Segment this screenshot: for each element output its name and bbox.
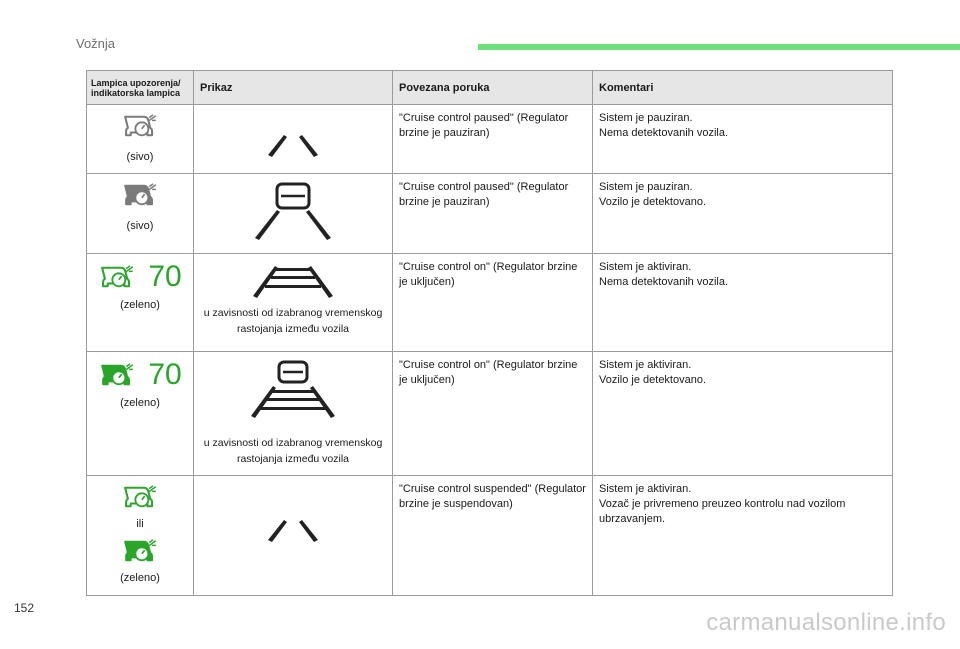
lamp-cell: ili (zeleno) [86, 475, 194, 596]
section-title: Vožnja [76, 36, 116, 51]
lamp-color-label: (zeleno) [120, 299, 160, 311]
message-cell: "Cruise control paused" (Regulator brzin… [392, 173, 593, 254]
table-row: (sivo) "Cruise control paused" (Regulato… [86, 173, 893, 254]
display-cell: u zavisnosti od izabranog vremenskog ras… [193, 253, 393, 352]
col-header-comments: Komentari [592, 70, 893, 105]
display-note: u zavisnosti od izabranog vremenskog ras… [203, 437, 383, 465]
col-header-lamp: Lampica upozorenja/ indikatorska lampica [86, 70, 194, 105]
lane-distance-bars-vehicle-icon [251, 360, 335, 418]
comment-line: Sistem je pauziran. [599, 181, 693, 193]
display-cell: u zavisnosti od izabranog vremenskog ras… [193, 351, 393, 476]
lamp-or-label: ili [136, 518, 144, 530]
comment-cell: Sistem je pauziran. Nema detektovanih vo… [592, 104, 893, 174]
comment-cell: Sistem je pauziran. Vozilo je detektovan… [592, 173, 893, 254]
comment-line: Sistem je aktiviran. [599, 261, 692, 273]
lamp-cell: 70 (zeleno) [86, 253, 194, 352]
table-header-row: Lampica upozorenja/ indikatorska lampica… [86, 70, 893, 105]
message-cell: "Cruise control on" (Regulator brzine je… [392, 253, 593, 352]
display-cell [193, 173, 393, 254]
comment-line: Vozilo je detektovano. [599, 196, 707, 208]
cruise-control-outline-icon [98, 264, 136, 290]
display-cell [193, 475, 393, 596]
display-cell [193, 104, 393, 174]
table-row: 70 (zeleno) u zavisnosti od izabranog vr… [86, 351, 893, 476]
comment-line: Sistem je aktiviran. [599, 483, 692, 495]
col-header-display: Prikaz [193, 70, 393, 105]
comment-line: Nema detektovanih vozila. [599, 127, 729, 139]
cruise-control-outline-icon [121, 113, 159, 139]
col-header-message: Povezana poruka [392, 70, 593, 105]
section-accent-bar [478, 44, 960, 50]
lamp-cell: (sivo) [86, 104, 194, 174]
display-note: u zavisnosti od izabranog vremenskog ras… [203, 307, 383, 335]
cruise-control-filled-icon [98, 362, 136, 388]
speed-value: 70 [148, 260, 182, 293]
comment-line: Sistem je aktiviran. [599, 359, 692, 371]
speed-value: 70 [148, 358, 182, 391]
table-row: ili (zeleno) "Cruise control suspended" … [86, 475, 893, 596]
cruise-control-table: Lampica upozorenja/ indikatorska lampica… [86, 70, 893, 596]
comment-line: Vozač je privremeno preuzeo kontrolu nad… [599, 498, 846, 525]
lamp-color-label: (sivo) [126, 151, 154, 163]
page-number: 152 [14, 601, 35, 615]
message-cell: "Cruise control paused" (Regulator brzin… [392, 104, 593, 174]
cruise-control-filled-icon [121, 538, 159, 564]
comment-cell: Sistem je aktiviran. Nema detektovanih v… [592, 253, 893, 352]
comment-line: Vozilo je detektovano. [599, 374, 707, 386]
cruise-control-outline-icon [121, 484, 159, 510]
watermark-text: carmanualsonline.info [706, 609, 946, 636]
comment-cell: Sistem je aktiviran. Vozač je privremeno… [592, 475, 893, 596]
message-cell: "Cruise control suspended" (Regulator br… [392, 475, 593, 596]
table-row: (sivo) "Cruise control paused" (Regulato… [86, 104, 893, 174]
lane-lines-icon [268, 520, 318, 542]
lamp-color-label: (sivo) [126, 220, 154, 232]
comment-line: Sistem je pauziran. [599, 112, 693, 124]
lamp-color-label: (zeleno) [120, 572, 160, 584]
table-row: 70 (zeleno) u zavisnosti od izabranog vr… [86, 253, 893, 352]
lamp-color-label: (zeleno) [120, 397, 160, 409]
cruise-control-filled-icon [121, 182, 159, 208]
lamp-cell: 70 (zeleno) [86, 351, 194, 476]
lane-lines-icon [268, 135, 318, 157]
lane-lines-vehicle-icon [255, 182, 331, 240]
message-cell: "Cruise control on" (Regulator brzine je… [392, 351, 593, 476]
lamp-cell: (sivo) [86, 173, 194, 254]
lane-distance-bars-icon [253, 266, 333, 298]
comment-cell: Sistem je aktiviran. Vozilo je detektova… [592, 351, 893, 476]
comment-line: Nema detektovanih vozila. [599, 276, 729, 288]
